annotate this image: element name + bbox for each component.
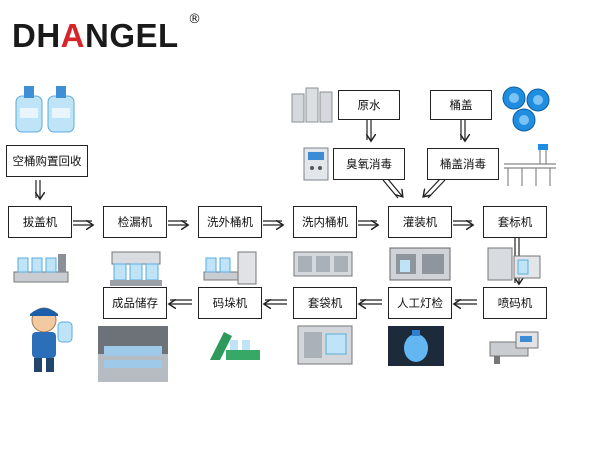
outer-washer-box: 洗外桶机 [198, 206, 262, 238]
blue-caps-icon [502, 86, 550, 132]
bagger-box: 套袋机 [293, 287, 357, 319]
decapper-box: 拔盖机 [8, 206, 72, 238]
warehouse-photo-icon [98, 326, 168, 382]
ozone-generator-icon [303, 147, 329, 181]
raw-water-box: 原水 [338, 90, 400, 120]
stacker-machine-icon [210, 332, 260, 360]
outer-washer-machine-icon [203, 251, 257, 285]
cap-disinfect-box: 桶盖消毒 [427, 148, 499, 180]
decapper-machine-icon [13, 254, 69, 283]
labeler-machine-icon [487, 247, 541, 281]
cap-conveyor-icon [504, 144, 556, 186]
inner-washer-machine-icon [293, 251, 353, 277]
logo-wordmark: DHANGEL [12, 17, 179, 54]
water-bottles-icon [15, 86, 75, 133]
brand-logo: DHANGEL ® [12, 12, 201, 58]
water-tanks-icon [291, 87, 333, 123]
storage-box: 成品储存 [103, 287, 167, 319]
lamp-inspection-box: 人工灯检 [388, 287, 452, 319]
worker-mascot-icon [30, 307, 73, 372]
inner-washer-box: 洗内桶机 [293, 206, 357, 238]
filler-box: 灌装机 [388, 206, 452, 238]
empty-bucket-box: 空桶购置回收 [6, 145, 88, 177]
bagger-machine-icon [297, 325, 353, 365]
stacker-box: 码垛机 [198, 287, 262, 319]
leak-tester-machine-icon [110, 251, 162, 286]
lamp-inspection-icon [388, 326, 444, 366]
leak-tester-box: 检漏机 [103, 206, 167, 238]
labeler-box: 套标机 [483, 206, 547, 238]
ozone-disinfect-box: 臭氧消毒 [333, 148, 405, 180]
coder-box: 喷码机 [483, 287, 547, 319]
filler-machine-icon [389, 247, 451, 281]
registered-mark: ® [188, 12, 201, 27]
inkjet-coder-icon [489, 331, 539, 364]
bucket-cap-box: 桶盖 [430, 90, 492, 120]
